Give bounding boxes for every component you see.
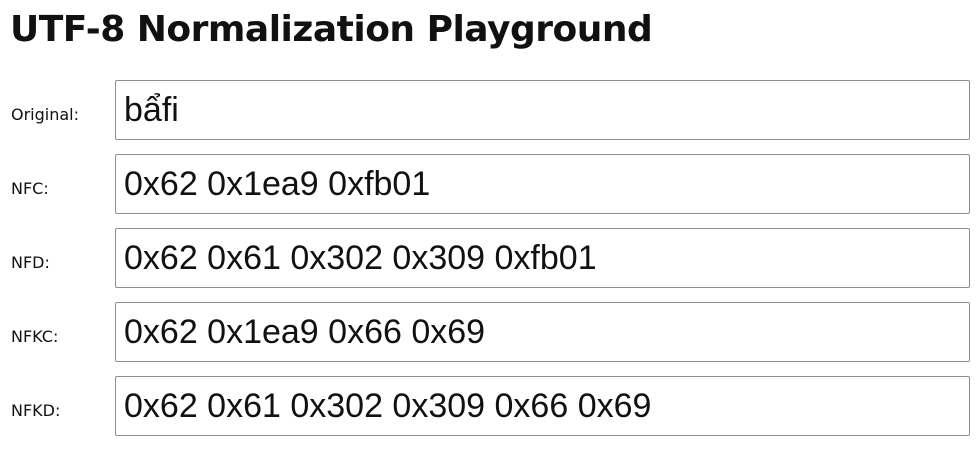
original-input[interactable] [115, 80, 970, 140]
nfc-output-field[interactable] [115, 154, 970, 214]
nfkd-output-field[interactable] [115, 376, 970, 436]
nfc-label: NFC: [11, 179, 49, 198]
page-title: UTF-8 Normalization Playground [10, 9, 653, 50]
original-label: Original: [11, 105, 79, 124]
nfd-output-field[interactable] [115, 228, 970, 288]
nfkc-row: NFKC: [0, 302, 977, 362]
nfd-label: NFD: [11, 253, 50, 272]
nfkd-row: NFKD: [0, 376, 977, 436]
nfkc-label: NFKC: [11, 327, 59, 346]
nfkd-label: NFKD: [11, 401, 61, 420]
nfd-row: NFD: [0, 228, 977, 288]
nfkc-output-field[interactable] [115, 302, 970, 362]
original-row: Original: [0, 80, 977, 140]
nfc-row: NFC: [0, 154, 977, 214]
